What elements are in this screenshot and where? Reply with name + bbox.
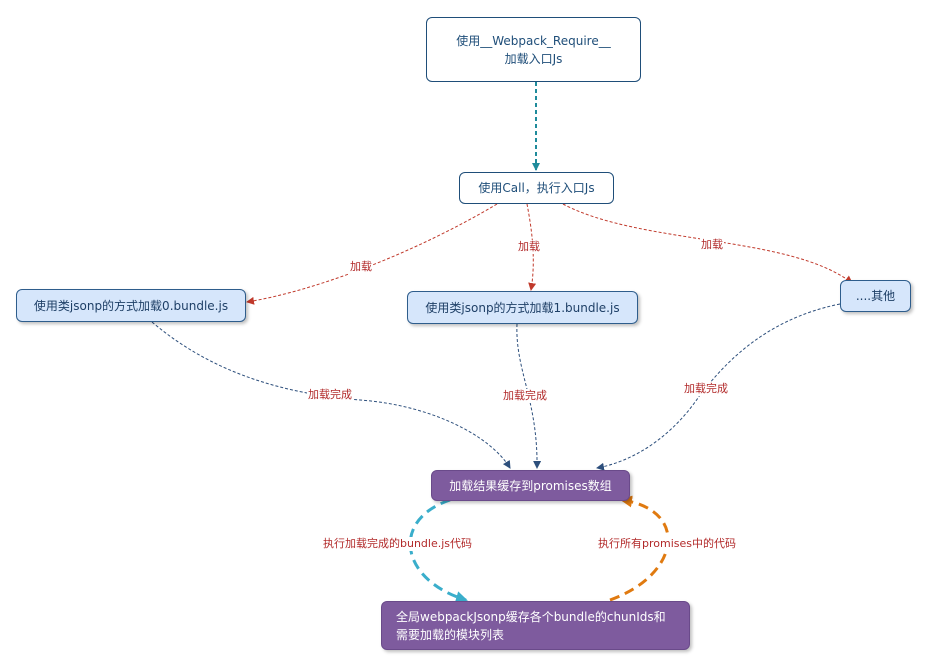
global-line1: 全局webpackJsonp缓存各个bundle的chunIds和	[396, 609, 666, 624]
cache-node: 加载结果缓存到promises数组	[431, 470, 630, 501]
edge-label-done-mid: 加载完成	[502, 389, 548, 403]
edge-label-exec-bundle: 执行加载完成的bundle.js代码	[322, 537, 474, 551]
cache-label: 加载结果缓存到promises数组	[449, 478, 612, 493]
edge-label-done-right: 加载完成	[683, 382, 729, 396]
global-line2: 需要加载的模块列表	[396, 627, 505, 642]
edge-label-done-left: 加载完成	[307, 388, 353, 402]
edge-bundle0-to-cache	[151, 321, 511, 469]
edge-bundle1-to-cache	[516, 323, 542, 469]
require-entry-node: 使用__Webpack_Require__ 加载入口Js	[426, 17, 641, 82]
edge-call-to-bundle0	[246, 203, 498, 305]
bundle1-node: 使用类jsonp的方式加载1.bundle.js	[407, 291, 638, 324]
bundle1-label: 使用类jsonp的方式加载1.bundle.js	[425, 300, 620, 315]
edge-label-load-right: 加载	[700, 238, 724, 252]
bundle0-node: 使用类jsonp的方式加载0.bundle.js	[16, 289, 246, 322]
other-node: ....其他	[840, 280, 911, 312]
global-node: 全局webpackJsonp缓存各个bundle的chunIds和 需要加载的模…	[381, 601, 690, 650]
call-entry-node: 使用Call，执行入口Js	[459, 172, 614, 204]
call-entry-label: 使用Call，执行入口Js	[478, 181, 595, 195]
edge-label-load-left: 加载	[349, 260, 373, 274]
require-entry-line2: 加载入口Js	[504, 51, 563, 66]
other-label: ....其他	[855, 289, 896, 303]
bundle0-label: 使用类jsonp的方式加载0.bundle.js	[33, 298, 229, 313]
edge-label-exec-promises: 执行所有promises中的代码	[597, 537, 737, 551]
edge-label-load-mid: 加载	[517, 240, 541, 254]
require-entry-line1: 使用__Webpack_Require__	[456, 33, 611, 48]
